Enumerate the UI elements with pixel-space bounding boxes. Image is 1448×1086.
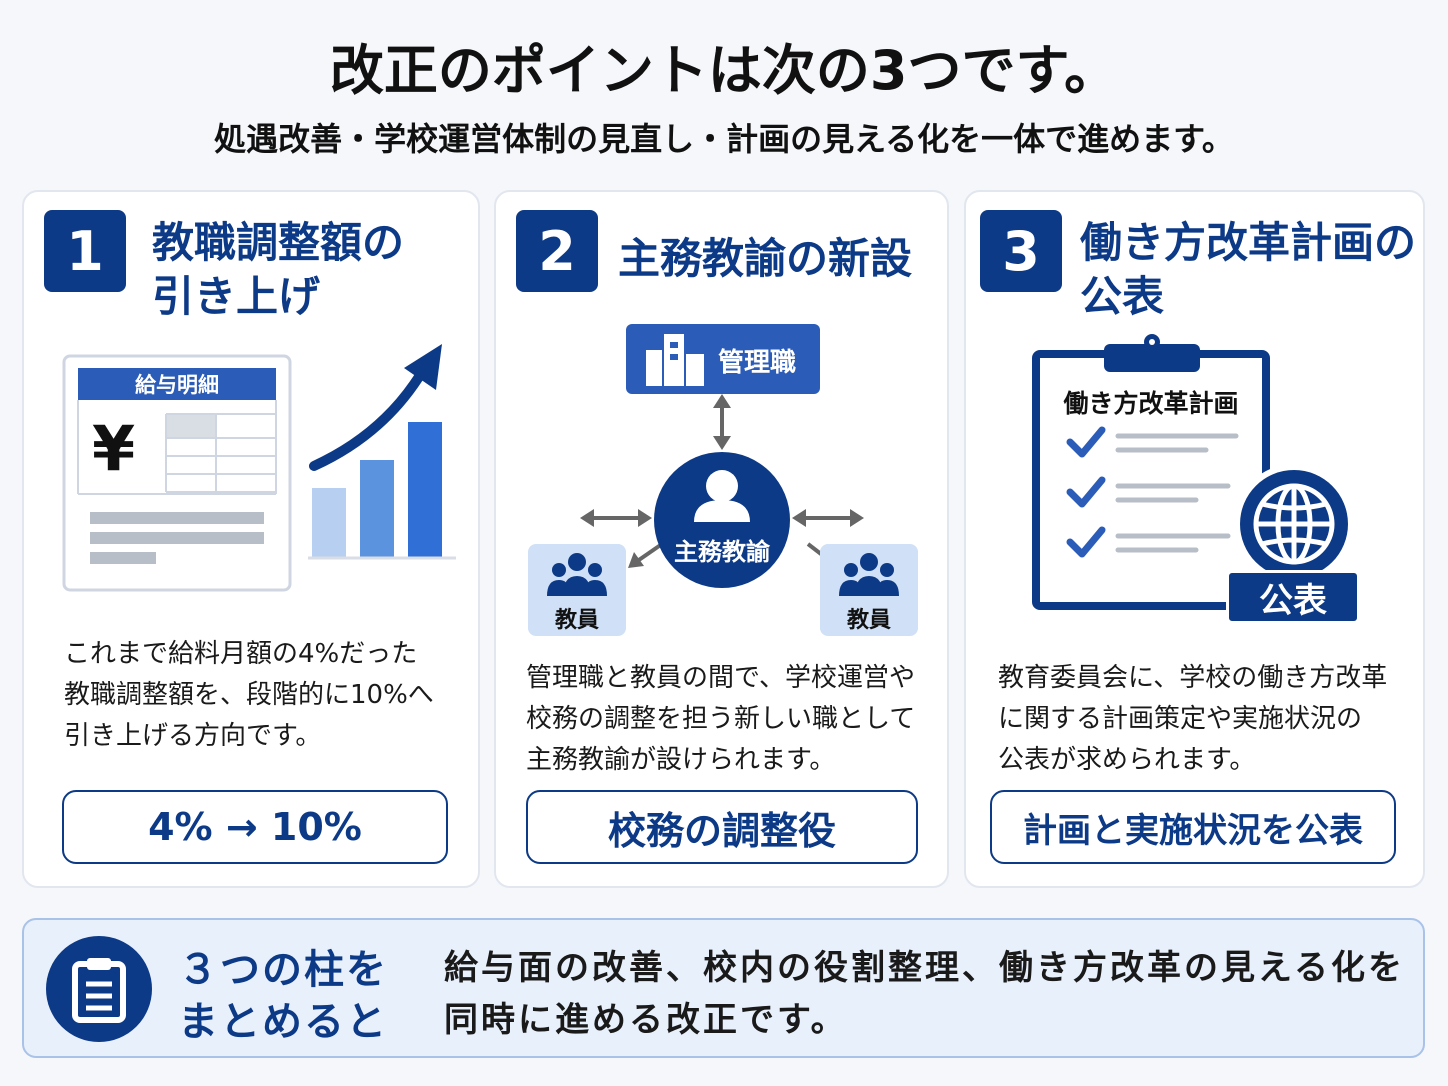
manager-node: 管理職 [626, 324, 820, 394]
org-diagram: 管理職 主務教諭 教員 教 [522, 324, 922, 640]
card-2-body: 管理職と教員の間で、学校運営や 校務の調整を担う新しい職として 主務教諭が設けら… [526, 658, 915, 781]
clipboard-icon [46, 936, 152, 1042]
card-3-key-pill: 計画と実施状況を公表 [990, 790, 1396, 864]
point-card-3: 3 働き方改革計画の 公表 [964, 190, 1425, 888]
card-1-body-line1: これまで給料月額の4%だった [64, 639, 418, 669]
card-1-title-line2: 引き上げ [152, 272, 321, 321]
page-title: 改正のポイントは次の3つです。 [329, 39, 1119, 102]
card-1-body-line3: 引き上げる方向です。 [64, 721, 322, 751]
payslip-illustration: 給与明細 ¥ [62, 354, 292, 592]
number-badge-2: 2 [516, 210, 598, 292]
lead-teacher-label: 主務教諭 [674, 538, 770, 566]
card-2-body-line2: 校務の調整を担う新しい職として [526, 704, 916, 734]
card-3-title-line2: 公表 [1080, 272, 1165, 321]
card-2-title: 主務教諭の新設 [618, 234, 913, 283]
clipboard-title: 働き方改革計画 [1063, 389, 1239, 418]
summary-box: ３つの柱を まとめると 給与面の改善、校内の役割整理、働き方改革の見える化を 同… [22, 918, 1425, 1058]
card-2-body-line3: 主務教諭が設けられます。 [526, 745, 836, 775]
card-3-title: 働き方改革計画の 公表 [1080, 216, 1416, 324]
card-3-title-line1: 働き方改革計画の [1080, 218, 1417, 267]
number-badge-1: 1 [44, 210, 126, 292]
publish-badge: 公表 [1226, 570, 1360, 624]
point-card-2: 2 主務教諭の新設 [494, 190, 949, 888]
card-3-body-line1: 教育委員会に、学校の働き方改革 [998, 663, 1388, 693]
page-subtitle: 処遇改善・学校運営体制の見直し・計画の見える化を一体で進めます。 [214, 120, 1234, 158]
card-1-title: 教職調整額の 引き上げ [152, 216, 404, 324]
clipboard-illustration: 働き方改革計画 公表 [1032, 332, 1362, 628]
summary-text-line2: 同時に進める改正です。 [444, 1000, 848, 1040]
card-2-body-line1: 管理職と教員の間で、学校運営や [526, 663, 915, 693]
number-badge-3: 3 [980, 210, 1062, 292]
group-icon [547, 553, 607, 596]
card-3-body: 教育委員会に、学校の働き方改革 に関する計画策定や実施状況の 公表が求められます… [998, 658, 1387, 781]
summary-text: 給与面の改善、校内の役割整理、働き方改革の見える化を 同時に進める改正です。 [444, 942, 1414, 1046]
growth-chart-icon [308, 338, 458, 562]
summary-heading-line1: ３つの柱を [178, 947, 388, 993]
point-card-1: 1 教職調整額の 引き上げ 給与明細 [22, 190, 480, 888]
teacher-node-right: 教員 [820, 544, 918, 636]
yen-icon: ¥ [92, 412, 136, 485]
payslip-label: 給与明細 [135, 373, 219, 397]
card-3-body-line3: 公表が求められます。 [998, 745, 1256, 775]
check-icon [1066, 426, 1106, 558]
card-1-body: これまで給料月額の4%だった 教職調整額を、段階的に10%へ 引き上げる方向です… [64, 634, 434, 757]
card-1-title-line1: 教職調整額の [152, 218, 405, 267]
card-1-body-line2: 教職調整額を、段階的に10%へ [64, 680, 434, 710]
summary-text-line1: 給与面の改善、校内の役割整理、働き方改革の見える化を [444, 948, 1405, 988]
card-2-key-pill: 校務の調整役 [526, 790, 918, 864]
card-3-body-line2: に関する計画策定や実施状況の [998, 704, 1363, 734]
teacher-left-label: 教員 [554, 608, 599, 633]
teacher-right-label: 教員 [846, 608, 891, 633]
group-icon [839, 553, 899, 596]
building-icon [646, 334, 704, 386]
summary-heading: ３つの柱を まとめると [178, 944, 388, 1048]
teacher-node-left: 教員 [528, 544, 626, 636]
card-1-key-pill: 4% → 10% [62, 790, 448, 864]
summary-heading-line2: まとめると [178, 999, 388, 1045]
manager-label: 管理職 [718, 348, 797, 378]
